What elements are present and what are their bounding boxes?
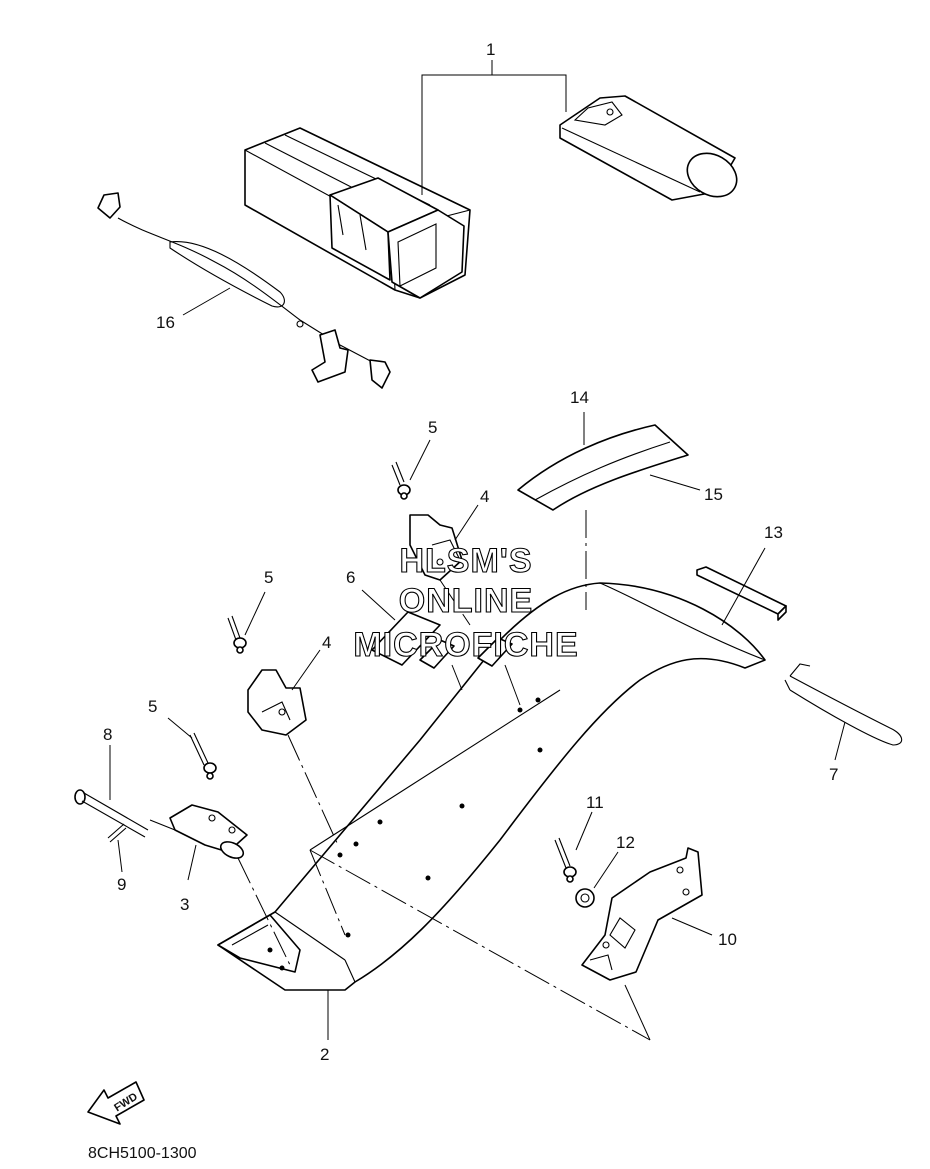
callout-15: 15 [704, 485, 723, 504]
callout-5-lower: 5 [148, 697, 157, 716]
part-8-pin[interactable] [74, 789, 149, 838]
leader-4-upper [439, 504, 479, 626]
callout-5-top: 5 [428, 418, 437, 437]
part-4-bracket-lower[interactable] [247, 669, 307, 736]
part-11-rivet[interactable] [554, 837, 577, 883]
part-1-seat-bag[interactable] [244, 127, 471, 299]
part-5-rivet-lower[interactable] [189, 732, 217, 780]
part-10-stay[interactable] [581, 847, 703, 981]
callout-1: 1 [486, 40, 495, 59]
part-4-bracket-upper[interactable] [409, 514, 463, 581]
leader-10 [671, 917, 713, 936]
leader-4-lower [287, 649, 339, 846]
callout-4-upper: 4 [480, 487, 489, 506]
leader-13 [721, 547, 766, 626]
drawing-code: 8CH5100-1300 [88, 1145, 197, 1162]
part-9-cotter-pin[interactable] [107, 823, 127, 843]
callout-10: 10 [718, 930, 737, 949]
callout-9: 9 [117, 875, 126, 894]
watermark-line-1: HLSM'S [399, 542, 532, 580]
leader-3 [187, 844, 291, 966]
callout-16: 16 [156, 313, 175, 332]
part-13-damper[interactable] [696, 566, 787, 621]
leader-9 [117, 839, 123, 873]
leader-2 [309, 849, 651, 1041]
part-5-rivet-top[interactable] [391, 461, 411, 500]
callout-4-lower: 4 [322, 633, 331, 652]
leader-5-middle [244, 591, 266, 636]
leader-16 [182, 287, 231, 316]
callout-12: 12 [616, 833, 635, 852]
part-1-tool-pouch[interactable] [559, 95, 745, 205]
callout-2: 2 [320, 1045, 329, 1064]
part-7-rod[interactable] [784, 663, 903, 746]
fwd-arrow-icon: FWD [87, 1081, 145, 1125]
part-6-pads[interactable] [371, 611, 513, 669]
callout-6: 6 [346, 568, 355, 587]
callout-14: 14 [570, 388, 589, 407]
part-3-hinge[interactable] [169, 804, 248, 861]
callout-3: 3 [180, 895, 189, 914]
watermark-line-2: ONLINE [399, 582, 533, 620]
part-16-seat-lock-cable[interactable] [97, 192, 391, 389]
leader-5-top [409, 439, 431, 481]
watermark: HLSM'S ONLINE MICROFICHE [353, 541, 578, 664]
watermark-line-3: MICROFICHE [353, 626, 578, 664]
leader-11 [575, 811, 593, 851]
part-12-nut[interactable] [575, 888, 595, 908]
leader-7 [834, 721, 846, 761]
callout-13: 13 [764, 523, 783, 542]
callout-5-middle: 5 [264, 568, 273, 587]
callout-11: 11 [586, 793, 604, 812]
callout-8: 8 [103, 725, 112, 744]
leader-12 [593, 851, 619, 889]
leader-5-lower [167, 717, 193, 739]
leader-8 [109, 745, 176, 831]
part-14-emblem[interactable] [517, 424, 689, 511]
part-5-rivet-middle[interactable] [227, 615, 247, 654]
leader-6 [361, 589, 521, 706]
leader-14-15 [583, 412, 701, 610]
leader-1 [421, 60, 567, 195]
part-2-rear-fender[interactable] [217, 582, 766, 991]
callout-7: 7 [829, 765, 838, 784]
